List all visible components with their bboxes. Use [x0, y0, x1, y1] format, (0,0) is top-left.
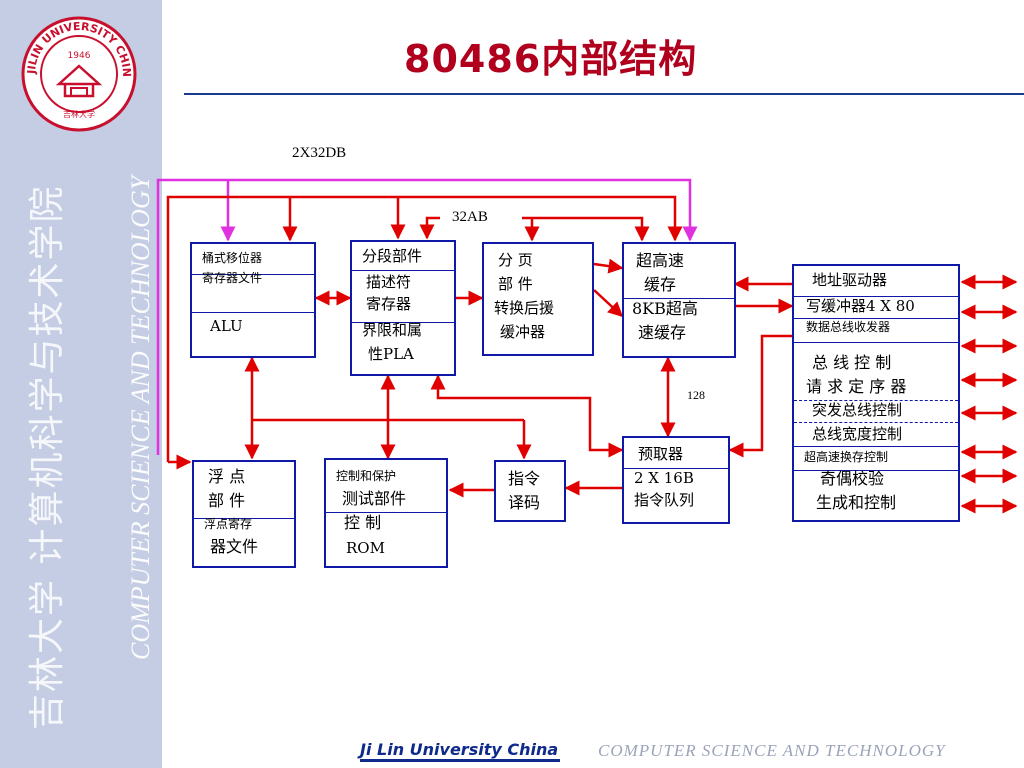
paging-unit-block: 分 页 部 件 转换后援 缓冲器 [482, 242, 594, 356]
fpu-register-file-label: 器文件 [210, 537, 259, 556]
register-file-label: 寄存器文件 [202, 271, 263, 285]
tlb-label: 转换后援 [494, 299, 555, 317]
write-buffer-label: 写缓冲器4 X 80 [806, 297, 915, 315]
ab-bus-label: 32AB [452, 209, 488, 225]
limit-attr-label: 界限和属 [362, 321, 423, 339]
fpu-line2: 部 件 [208, 491, 246, 510]
bus-size-control-label: 总线宽度控制 [812, 425, 903, 443]
prefetcher-block: 预取器 2 X 16B 指令队列 [622, 436, 730, 524]
segment-register-label: 寄存器 [366, 295, 412, 313]
logo-year: 1946 [68, 51, 91, 61]
address-driver-label: 地址驱动器 [812, 271, 888, 289]
db-bus-label: 2X32DB [292, 145, 347, 161]
bus-control-label: 总 线 控 制 [812, 353, 892, 372]
fpu-line1: 浮 点 [208, 467, 246, 486]
cache-control-label: 超高速换存控制 [804, 450, 889, 464]
cache-8kb-label: 8KB超高 [632, 299, 698, 318]
tlb-buffer-label: 缓冲器 [500, 323, 546, 341]
bus-width-128-label: 128 [687, 388, 705, 402]
cache-line2: 缓存 [644, 275, 677, 294]
footer-university: Ji Lin University China [360, 740, 559, 759]
sidebar: JILIN UNIVERSITY CHINA 1946 吉林大学 吉林大学 计算… [0, 0, 162, 768]
bus-interface-block: 地址驱动器 写缓冲器4 X 80 数据总线收发器 总 线 控 制 请 求 定 序… [792, 264, 960, 522]
fpu-register-label: 浮点寄存 [204, 517, 253, 531]
control-protect-label: 控制和保护 [336, 469, 397, 483]
slide-title: 80486内部结构 [404, 37, 698, 81]
paging-line1: 分 页 [498, 251, 533, 269]
control-unit-block: 控制和保护 测试部件 控 制 ROM [324, 458, 448, 568]
segmentation-unit-block: 分段部件 描述符 寄存器 界限和属 性PLA [350, 240, 456, 376]
request-sequencer-label: 请 求 定 序 器 [806, 377, 907, 396]
pla-label: 性PLA [368, 345, 414, 363]
segment-unit-label: 分段部件 [362, 247, 423, 265]
parity-gen-label: 生成和控制 [816, 493, 897, 512]
db-bus-line [156, 178, 698, 455]
decode-line1: 指令 [508, 469, 541, 488]
decode-line2: 译码 [508, 493, 541, 512]
barrel-shifter-label: 桶式移位器 [202, 251, 263, 265]
fpu-block: 浮 点 部 件 浮点寄存 器文件 [192, 460, 296, 568]
data-transceiver-label: 数据总线收发器 [806, 320, 891, 334]
alu-label: ALU [210, 317, 243, 335]
cache-line4: 速缓存 [638, 323, 687, 342]
cache-line1: 超高速 [636, 251, 685, 270]
instruction-queue-label: 指令队列 [634, 491, 695, 509]
footer-underline [360, 759, 560, 762]
logo-seal-text: 吉林大学 [63, 109, 95, 119]
parity-label: 奇偶校验 [820, 469, 885, 488]
paging-line2: 部 件 [498, 275, 533, 293]
test-unit-label: 测试部件 [342, 489, 407, 508]
barrel-shifter-block: 桶式移位器 寄存器文件 ALU [190, 242, 316, 358]
queue-size-label: 2 X 16B [634, 469, 694, 487]
title-underline [184, 93, 1024, 95]
rom-label: ROM [346, 539, 385, 557]
control-label: 控 制 [344, 513, 382, 532]
university-logo: JILIN UNIVERSITY CHINA 1946 吉林大学 [19, 14, 137, 132]
burst-control-label: 突发总线控制 [812, 401, 903, 419]
descriptor-label: 描述符 [366, 273, 412, 291]
cache-unit-block: 超高速 缓存 8KB超高 速缓存 [622, 242, 736, 358]
prefetcher-label: 预取器 [638, 445, 684, 463]
ab32-line [419, 216, 440, 240]
ab-bus-line [166, 195, 683, 462]
footer-subject: COMPUTER SCIENCE AND TECHNOLOGY [598, 741, 946, 760]
instruction-decode-block: 指令 译码 [494, 460, 566, 522]
